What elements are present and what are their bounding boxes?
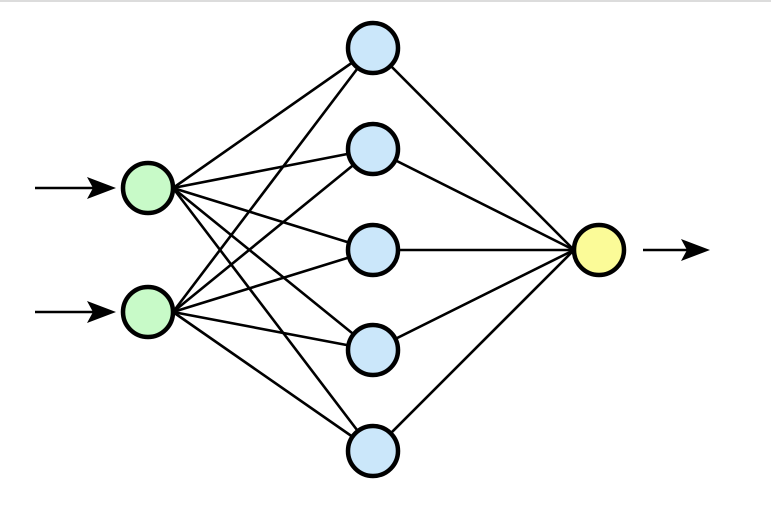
- edge-hidden-node-2-to-output-node-1: [372, 147, 575, 252]
- edge-input-node-2-to-hidden-node-2: [172, 147, 374, 314]
- hidden-node-4: [345, 322, 401, 378]
- edge-hidden-node-4-to-output-node-1: [372, 248, 575, 352]
- input-arrow-2-head-icon: [87, 301, 116, 323]
- hidden-node-3: [345, 222, 401, 278]
- edge-input-node-2-to-hidden-node-4: [172, 310, 374, 352]
- edge-input-node-2-to-hidden-node-5: [172, 310, 374, 453]
- edge-input-node-1-to-hidden-node-2: [172, 147, 374, 190]
- edge-input-node-1-to-hidden-node-1: [172, 46, 374, 190]
- hidden-node-5: [345, 423, 401, 479]
- hidden-node-1: [345, 20, 401, 76]
- output-arrow-head-icon: [681, 239, 710, 261]
- edge-hidden-node-1-to-output-node-1: [372, 47, 575, 251]
- edge-input-node-2-to-hidden-node-1: [171, 47, 375, 313]
- hidden-node-2: [345, 121, 401, 177]
- input-arrow-1-head-icon: [87, 177, 116, 199]
- edge-input-node-1-to-hidden-node-3: [172, 186, 374, 252]
- edge-hidden-node-5-to-output-node-1: [372, 249, 575, 452]
- input-node-2: [120, 284, 176, 340]
- input-node-1: [120, 160, 176, 216]
- window-top-border: [0, 0, 771, 2]
- output-node-1: [571, 222, 627, 278]
- edge-input-node-1-to-hidden-node-4: [172, 186, 374, 352]
- edge-input-node-1-to-hidden-node-5: [171, 187, 375, 452]
- edge-input-node-2-to-hidden-node-3: [172, 248, 374, 314]
